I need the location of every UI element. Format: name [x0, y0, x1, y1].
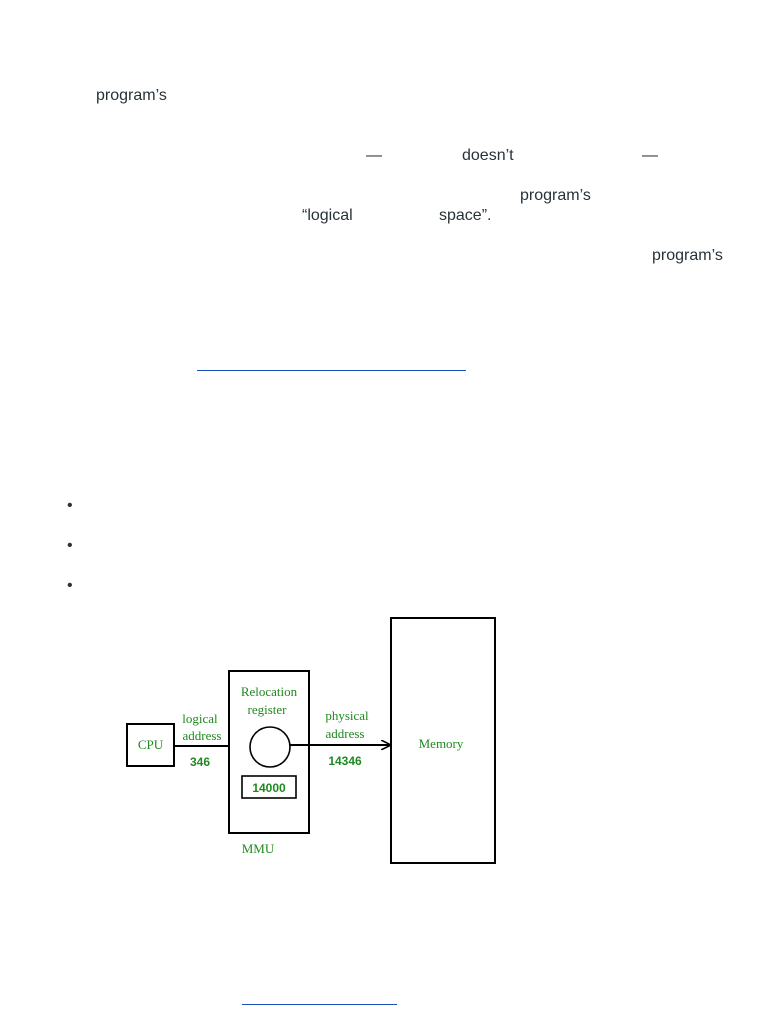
physical-address-label-line2: address [326, 726, 365, 741]
text-fragment-logical: “logical [302, 207, 353, 224]
bullet-marker-2: • [67, 537, 73, 554]
hyperlink-underline-1[interactable] [197, 370, 466, 371]
text-fragment-programs-2: program’s [520, 187, 591, 204]
register-value-box [241, 775, 297, 799]
mmu-diagram-svg: CPU logical address 346 Relocation regis… [126, 617, 496, 864]
memory-box [390, 617, 496, 864]
memory-label: Memory [419, 736, 464, 751]
bullet-marker-1: • [67, 497, 73, 514]
text-fragment-dash-2: — [642, 147, 658, 164]
logical-address-label-line1: logical [182, 711, 218, 726]
cpu-box [126, 723, 175, 767]
physical-address-value: 14346 [328, 754, 362, 768]
cpu-label: CPU [138, 737, 164, 752]
physical-address-label-line1: physical [325, 708, 369, 723]
mmu-label: MMU [242, 841, 275, 856]
adder-circle [249, 726, 291, 768]
text-fragment-programs-3: program’s [652, 247, 723, 264]
register-value: 14000 [252, 781, 286, 795]
logical-address-value: 346 [190, 755, 210, 769]
text-fragment-doesnt: doesn’t [462, 147, 514, 164]
relocation-register-label-line1: Relocation [241, 684, 298, 699]
hyperlink-underline-2[interactable] [242, 1004, 397, 1005]
mmu-diagram: CPU logical address 346 Relocation regis… [120, 612, 510, 872]
bullet-marker-3: • [67, 577, 73, 594]
text-fragment-space: space”. [439, 207, 492, 224]
relocation-register-label-line2: register [248, 702, 288, 717]
logical-address-label-line2: address [183, 728, 222, 743]
text-fragment-programs-1: program’s [96, 87, 167, 104]
text-fragment-dash-1: — [366, 147, 382, 164]
